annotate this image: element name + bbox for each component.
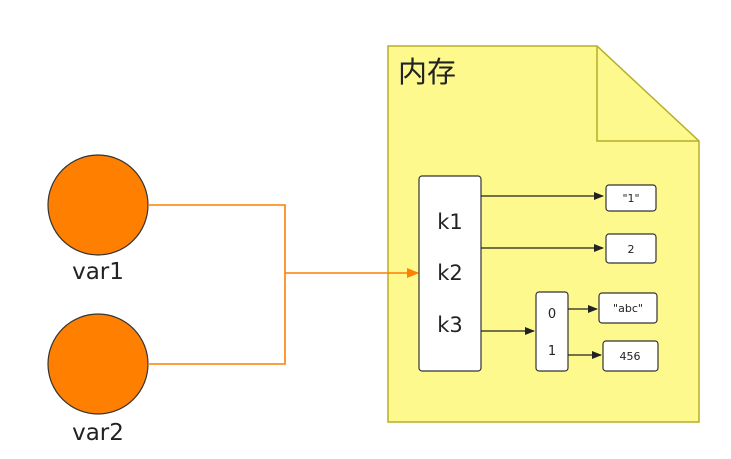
var2-label: var2 bbox=[72, 420, 124, 446]
value-box-k2: 2 bbox=[605, 233, 657, 264]
array-value-rect-1 bbox=[602, 340, 659, 372]
object-box: k1 k2 k3 bbox=[418, 175, 482, 372]
object-key-k1: k1 bbox=[437, 210, 463, 234]
value-rect-k1 bbox=[605, 184, 657, 212]
variable-var1: var1 bbox=[47, 154, 149, 285]
array-index-0: 0 bbox=[548, 307, 556, 322]
array-value-rect-0 bbox=[598, 292, 658, 324]
reference-lines bbox=[148, 204, 419, 365]
memory-title: 内存 bbox=[398, 55, 456, 89]
array-index-1: 1 bbox=[548, 344, 556, 359]
memory-note-fold bbox=[596, 46, 699, 142]
array-value-box-0: "abc" bbox=[598, 292, 658, 324]
array-value-box-1: 456 bbox=[602, 340, 659, 372]
object-key-k3: k3 bbox=[437, 313, 463, 337]
var1-label: var1 bbox=[72, 259, 124, 285]
variable-var2: var2 bbox=[47, 313, 149, 446]
array-box: 0 1 bbox=[535, 291, 569, 372]
var1-reference-line bbox=[148, 204, 286, 273]
array-value-text-1: 456 bbox=[620, 350, 641, 363]
value-box-k1: "1" bbox=[605, 184, 657, 212]
value-rect-k2 bbox=[605, 233, 657, 264]
var2-reference-line bbox=[148, 273, 286, 365]
var2-circle bbox=[47, 313, 149, 415]
object-rect bbox=[418, 175, 482, 372]
array-rect bbox=[535, 291, 569, 372]
var1-circle bbox=[47, 154, 149, 256]
value-text-k1: "1" bbox=[622, 192, 639, 205]
value-text-k2: 2 bbox=[628, 243, 635, 256]
object-key-k2: k2 bbox=[437, 261, 463, 285]
array-value-text-0: "abc" bbox=[613, 302, 643, 315]
